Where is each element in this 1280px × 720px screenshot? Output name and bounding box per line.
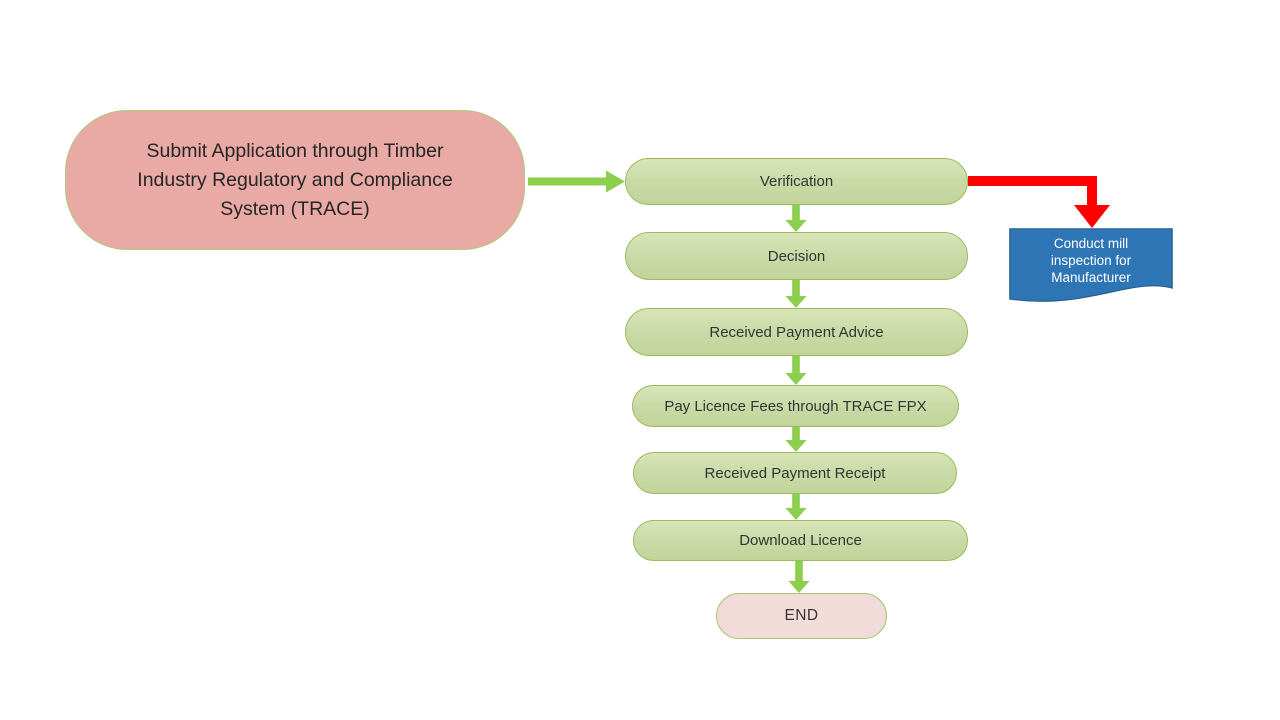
node-end-label: END: [784, 607, 819, 624]
node-received-payment-advice-label: Received Payment Advice: [709, 323, 884, 341]
node-pay-licence-fees: Pay Licence Fees through TRACE FPX: [632, 385, 959, 427]
node-end: END: [716, 593, 887, 639]
arrow-start-to-verification: [528, 170, 625, 193]
document-shape: [1009, 228, 1173, 302]
node-submit-application-label: Submit Application through Timber Indust…: [137, 139, 453, 220]
arrow-verification-to-inspection: [968, 176, 1110, 228]
arrow-verification-to-decision: [785, 204, 807, 232]
node-received-payment-receipt: Received Payment Receipt: [633, 452, 957, 494]
node-verification-label: Verification: [759, 173, 834, 190]
node-download-licence-label: Download Licence: [739, 532, 862, 549]
arrow-advice-to-payfees: [785, 355, 807, 385]
arrow-decision-to-advice: [785, 279, 807, 308]
arrow-payfees-to-receipt: [785, 426, 807, 452]
node-decision-label: Decision: [767, 247, 826, 265]
node-verification: Verification: [625, 158, 968, 205]
node-conduct-mill-inspection: Conduct mill inspection for Manufacturer: [1009, 228, 1173, 306]
node-received-payment-advice: Received Payment Advice: [625, 308, 968, 356]
node-pay-licence-fees-label: Pay Licence Fees through TRACE FPX: [664, 397, 927, 415]
node-received-payment-receipt-label: Received Payment Receipt: [704, 464, 886, 482]
node-submit-application: Submit Application through Timber Indust…: [65, 110, 525, 250]
arrow-receipt-to-download: [785, 493, 807, 520]
node-conduct-mill-inspection-label: Conduct mill inspection for Manufacturer: [1050, 236, 1132, 285]
node-decision: Decision: [625, 232, 968, 280]
arrow-download-to-end: [788, 560, 810, 593]
node-download-licence: Download Licence: [633, 520, 968, 561]
